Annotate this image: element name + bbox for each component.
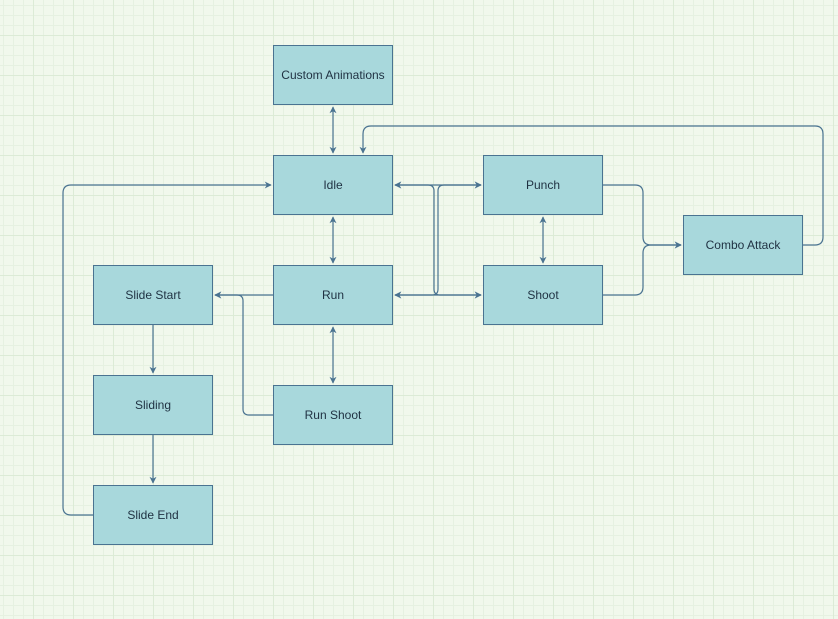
node-custom-animations[interactable]: Custom Animations [273, 45, 393, 105]
node-punch[interactable]: Punch [483, 155, 603, 215]
node-combo-attack[interactable]: Combo Attack [683, 215, 803, 275]
node-label: Combo Attack [705, 238, 781, 252]
node-run-shoot[interactable]: Run Shoot [273, 385, 393, 445]
node-label: Sliding [134, 398, 172, 412]
node-idle[interactable]: Idle [273, 155, 393, 215]
node-run[interactable]: Run [273, 265, 393, 325]
edge-punch-combo-attack [603, 184, 682, 249]
node-slide-start[interactable]: Slide Start [93, 265, 213, 325]
edge-run-punch [394, 181, 482, 299]
edge-slide-end-idle [62, 181, 272, 516]
node-slide-end[interactable]: Slide End [93, 485, 213, 545]
node-sliding[interactable]: Sliding [93, 375, 213, 435]
node-label: Shoot [527, 288, 559, 302]
edge-run-shoot-slide-start [214, 291, 273, 416]
node-shoot[interactable]: Shoot [483, 265, 603, 325]
node-label: Run Shoot [304, 408, 362, 422]
edge-combo-attack-idle [359, 125, 824, 246]
node-label: Run [321, 288, 344, 302]
node-label: Punch [525, 178, 561, 192]
node-label: Slide End [127, 508, 179, 522]
node-label: Slide Start [125, 288, 181, 302]
edge-shoot-combo-attack [603, 241, 682, 296]
node-label: Idle [323, 178, 343, 192]
node-label: Custom Animations [281, 68, 385, 82]
